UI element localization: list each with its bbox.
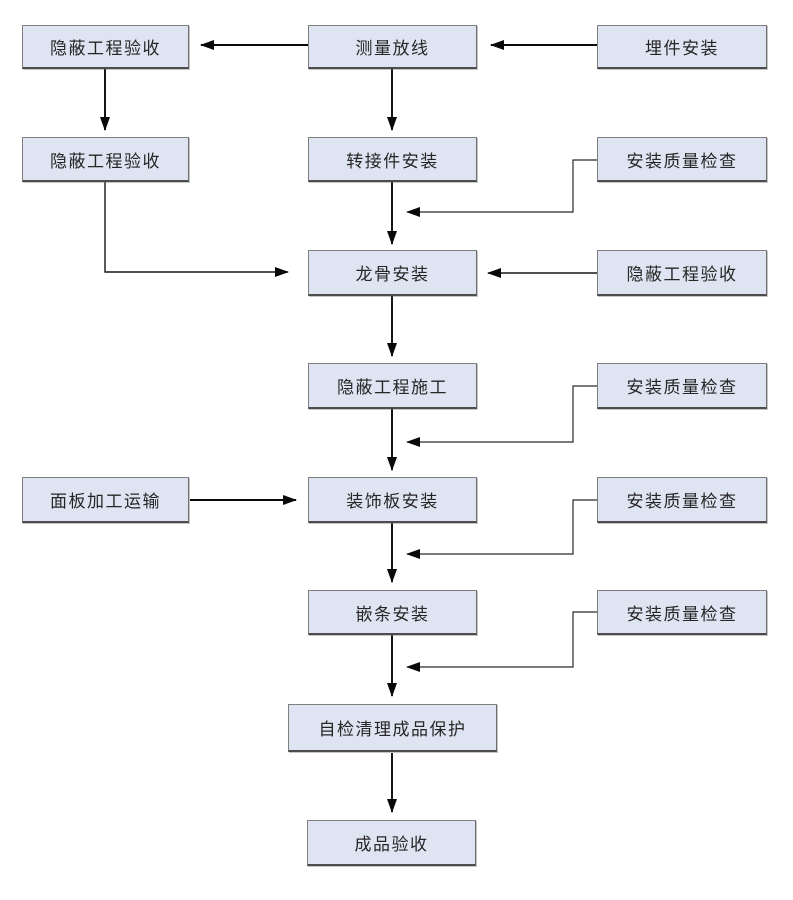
node-installation-quality-check-1: 安装质量检查 xyxy=(597,137,767,182)
node-self-check-cleanup-product-protection: 自检清理成品保护 xyxy=(288,704,497,752)
node-decorative-panel-installation: 装饰板安装 xyxy=(308,477,477,523)
arrow-hidden-acceptance2-elbow-to-keel xyxy=(104,182,289,277)
node-trim-strip-installation: 嵌条安装 xyxy=(308,590,477,635)
node-installation-quality-check-3: 安装质量检查 xyxy=(597,477,767,523)
node-survey-layout: 测量放线 xyxy=(308,25,477,69)
node-hidden-works-acceptance-1: 隐蔽工程验收 xyxy=(22,25,189,69)
node-keel-installation: 龙骨安装 xyxy=(308,250,477,296)
node-installation-quality-check-4: 安装质量检查 xyxy=(597,590,767,635)
node-concealed-works-construction: 隐蔽工程施工 xyxy=(308,363,477,409)
node-hidden-works-acceptance-2: 隐蔽工程验收 xyxy=(22,137,189,182)
node-finished-product-acceptance: 成品验收 xyxy=(307,820,476,866)
node-installation-quality-check-2: 安装质量检查 xyxy=(597,363,767,409)
node-hidden-works-acceptance-3: 隐蔽工程验收 xyxy=(597,250,767,296)
node-embedded-parts-installation: 埋件安装 xyxy=(597,25,767,69)
node-panel-processing-transport: 面板加工运输 xyxy=(22,477,189,523)
node-adapter-installation: 转接件安装 xyxy=(308,137,477,182)
